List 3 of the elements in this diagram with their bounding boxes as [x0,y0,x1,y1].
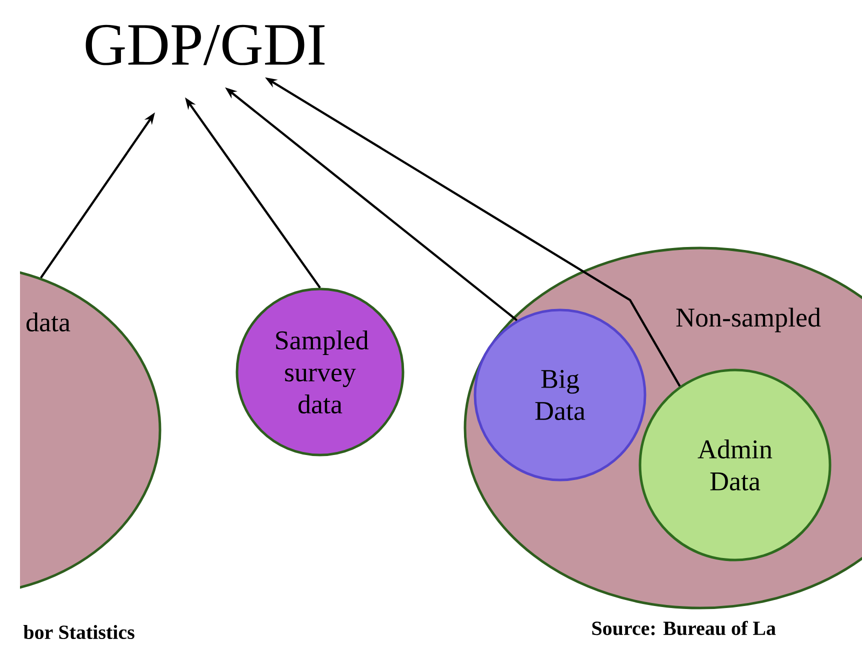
source-note: bor Statistics [23,624,134,640]
title: GDP/GDI [86,24,325,66]
source-note: Source: Bureau of La [592,620,776,636]
